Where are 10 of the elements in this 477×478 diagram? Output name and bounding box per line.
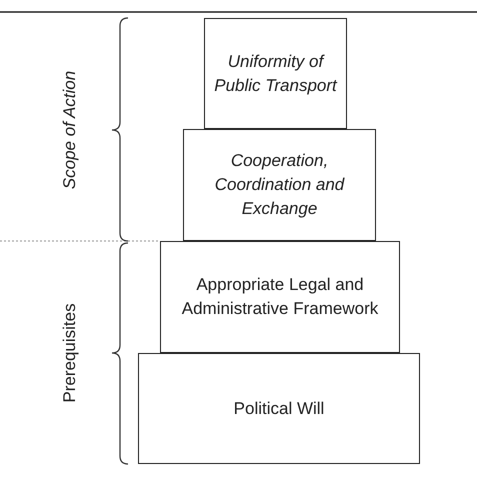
step-text: Appropriate Legal and Administrative Framework <box>180 274 380 320</box>
step-box <box>204 18 347 129</box>
step-box <box>183 129 376 241</box>
step-text: Political Will <box>232 398 326 420</box>
step-box <box>138 353 420 464</box>
section-label: Prerequisites <box>60 303 80 403</box>
step-text: Cooperation, Coordination and Exchange <box>214 150 346 220</box>
section-label: Scope of Action <box>60 70 80 190</box>
step-box <box>160 241 400 353</box>
step-text: Uniformity of Public Transport <box>213 50 338 96</box>
